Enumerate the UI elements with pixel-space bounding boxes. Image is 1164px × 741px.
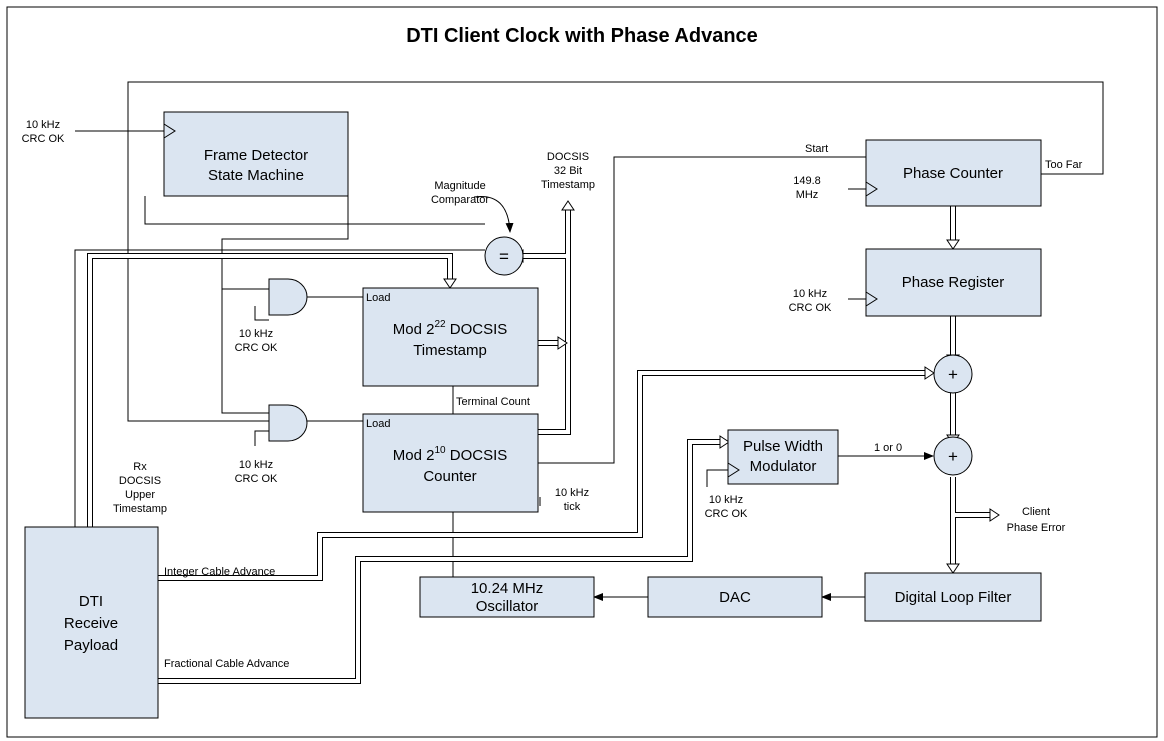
mod10-counter-block: Mod 210 DOCSIS Counter [362, 413, 539, 513]
dac-block: DAC [647, 576, 823, 618]
phase-register-crc-line2: CRC OK [789, 302, 832, 314]
and-gate-2 [268, 404, 308, 442]
dti-receive-line3: Payload [64, 637, 118, 654]
rx-upper-line4: Timestamp [113, 503, 167, 515]
load-label-1: Load [366, 292, 390, 304]
rx-upper-line1: Rx [133, 461, 147, 473]
adder-1-symbol: + [948, 365, 958, 384]
mod10-exponent: 10 [434, 445, 446, 456]
mod10-post: DOCSIS [446, 447, 508, 464]
mod22-timestamp-block: Mod 222 DOCSIS Timestamp [362, 287, 539, 387]
docsis-timestamp-line2: 32 Bit [554, 165, 582, 177]
start-label: Start [805, 143, 828, 155]
phase-register-label: Phase Register [902, 274, 1005, 291]
client-phase-error-line1: Client [1022, 506, 1050, 518]
oscillator-line2: Oscillator [476, 598, 539, 615]
wiring [74, 81, 1104, 601]
dti-receive-line1: DTI [79, 593, 103, 610]
docsis-timestamp-line3: Timestamp [541, 179, 595, 191]
mod22-exponent: 22 [434, 319, 446, 330]
diagram-title: DTI Client Clock with Phase Advance [406, 25, 758, 47]
frame-detector-line2: State Machine [208, 167, 304, 184]
terminal-count-label: Terminal Count [456, 396, 530, 408]
oscillator-block: 10.24 MHz Oscillator [419, 576, 595, 618]
phase-register-block: Phase Register [865, 248, 1042, 317]
mod22-pre: Mod 2 [393, 321, 435, 338]
integer-cable-advance-label: Integer Cable Advance [164, 566, 275, 578]
fractional-cable-advance-label: Fractional Cable Advance [164, 658, 289, 670]
dti-receive-line2: Receive [64, 615, 118, 632]
svg-text:Mod 210 DOCSIS: Mod 210 DOCSIS [393, 445, 508, 464]
frame-detector-block: Frame Detector State Machine [163, 111, 349, 197]
too-far-label: Too Far [1045, 159, 1083, 171]
mod22-line2: Timestamp [413, 342, 487, 359]
svg-text:Mod 222 DOCSIS: Mod 222 DOCSIS [393, 319, 508, 338]
load-label-2: Load [366, 418, 390, 430]
mod10-line2: Counter [423, 468, 476, 485]
rx-upper-line3: Upper [125, 489, 155, 501]
mod22-post: DOCSIS [446, 321, 508, 338]
docsis-timestamp-line1: DOCSIS [547, 151, 589, 163]
magnitude-comparator: = [484, 236, 524, 276]
adder-1: + [933, 354, 973, 394]
rx-upper-line2: DOCSIS [119, 475, 161, 487]
pwm-line1: Pulse Width [743, 438, 823, 455]
clock-149-line2: MHz [796, 189, 819, 201]
pwm-crc-line1: 10 kHz [709, 494, 743, 506]
phase-counter-label: Phase Counter [903, 165, 1003, 182]
mod10-pre: Mod 2 [393, 447, 435, 464]
tick-line2: tick [564, 501, 581, 513]
adder-2: + [933, 436, 973, 476]
labels: 10 kHz CRC OK Magnitude Comparator DOCSI… [22, 119, 1083, 670]
buses [87, 200, 1000, 684]
and-gate-1-crc-line1: 10 kHz [239, 328, 273, 340]
and-gate-2-crc-line2: CRC OK [235, 473, 278, 485]
input-crc-top-line2: CRC OK [22, 133, 65, 145]
phase-register-crc-line1: 10 kHz [793, 288, 827, 300]
pwm-line2: Modulator [750, 458, 817, 475]
input-crc-top-line1: 10 kHz [26, 119, 60, 131]
phase-counter-block: Phase Counter [865, 139, 1042, 207]
oscillator-line1: 10.24 MHz [471, 580, 544, 597]
adder-2-symbol: + [948, 447, 958, 466]
digital-loop-filter-block: Digital Loop Filter [864, 572, 1042, 622]
and-gate-1-crc-line2: CRC OK [235, 342, 278, 354]
diagram-border [6, 6, 1158, 738]
one-or-zero-label: 1 or 0 [874, 442, 902, 454]
pwm-block: Pulse Width Modulator [727, 429, 839, 485]
magnitude-comparator-line1: Magnitude [434, 180, 485, 192]
dti-receive-block: DTI Receive Payload [24, 526, 159, 719]
frame-detector-line1: Frame Detector [204, 147, 308, 164]
pwm-crc-line2: CRC OK [705, 508, 748, 520]
clock-149-line1: 149.8 [793, 175, 821, 187]
tick-line1: 10 kHz [555, 487, 589, 499]
comparator-symbol: = [499, 247, 509, 266]
client-phase-error-line2: Phase Error [1007, 522, 1066, 534]
and-gate-2-crc-line1: 10 kHz [239, 459, 273, 471]
dac-label: DAC [719, 589, 751, 606]
and-gate-1 [268, 278, 308, 316]
magnitude-comparator-line2: Comparator [431, 194, 489, 206]
digital-loop-filter-label: Digital Loop Filter [895, 589, 1012, 606]
